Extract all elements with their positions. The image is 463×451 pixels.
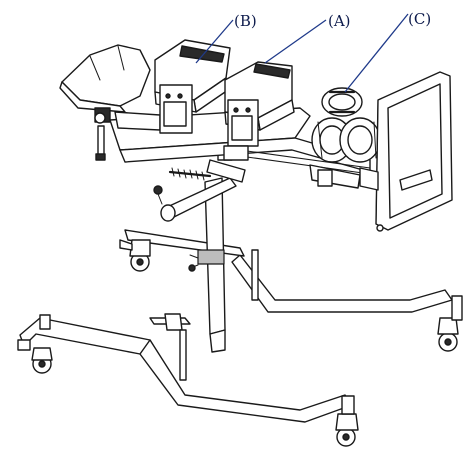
pad-a bbox=[223, 61, 295, 161]
label-b: (B) bbox=[234, 12, 257, 30]
caster-front-right bbox=[437, 295, 463, 352]
label-a: (A) bbox=[328, 12, 351, 30]
caster-wheels bbox=[17, 239, 463, 447]
base-frame bbox=[19, 229, 453, 423]
caster-rear-mid bbox=[119, 239, 151, 272]
callout-b: (B) bbox=[195, 12, 257, 64]
leader-line-c bbox=[344, 13, 409, 93]
callout-c: (C) bbox=[344, 10, 431, 93]
label-c: (C) bbox=[408, 10, 431, 28]
caster-front-bottom bbox=[335, 395, 359, 447]
leader-line-b bbox=[195, 19, 234, 64]
front-panel bbox=[359, 71, 453, 232]
strap-ring-c bbox=[311, 87, 381, 163]
callout-a: (A) bbox=[264, 12, 351, 64]
pad-b bbox=[154, 39, 231, 134]
head-support bbox=[59, 44, 161, 161]
caster-rear-left bbox=[17, 314, 53, 374]
leader-line-a bbox=[264, 19, 327, 64]
